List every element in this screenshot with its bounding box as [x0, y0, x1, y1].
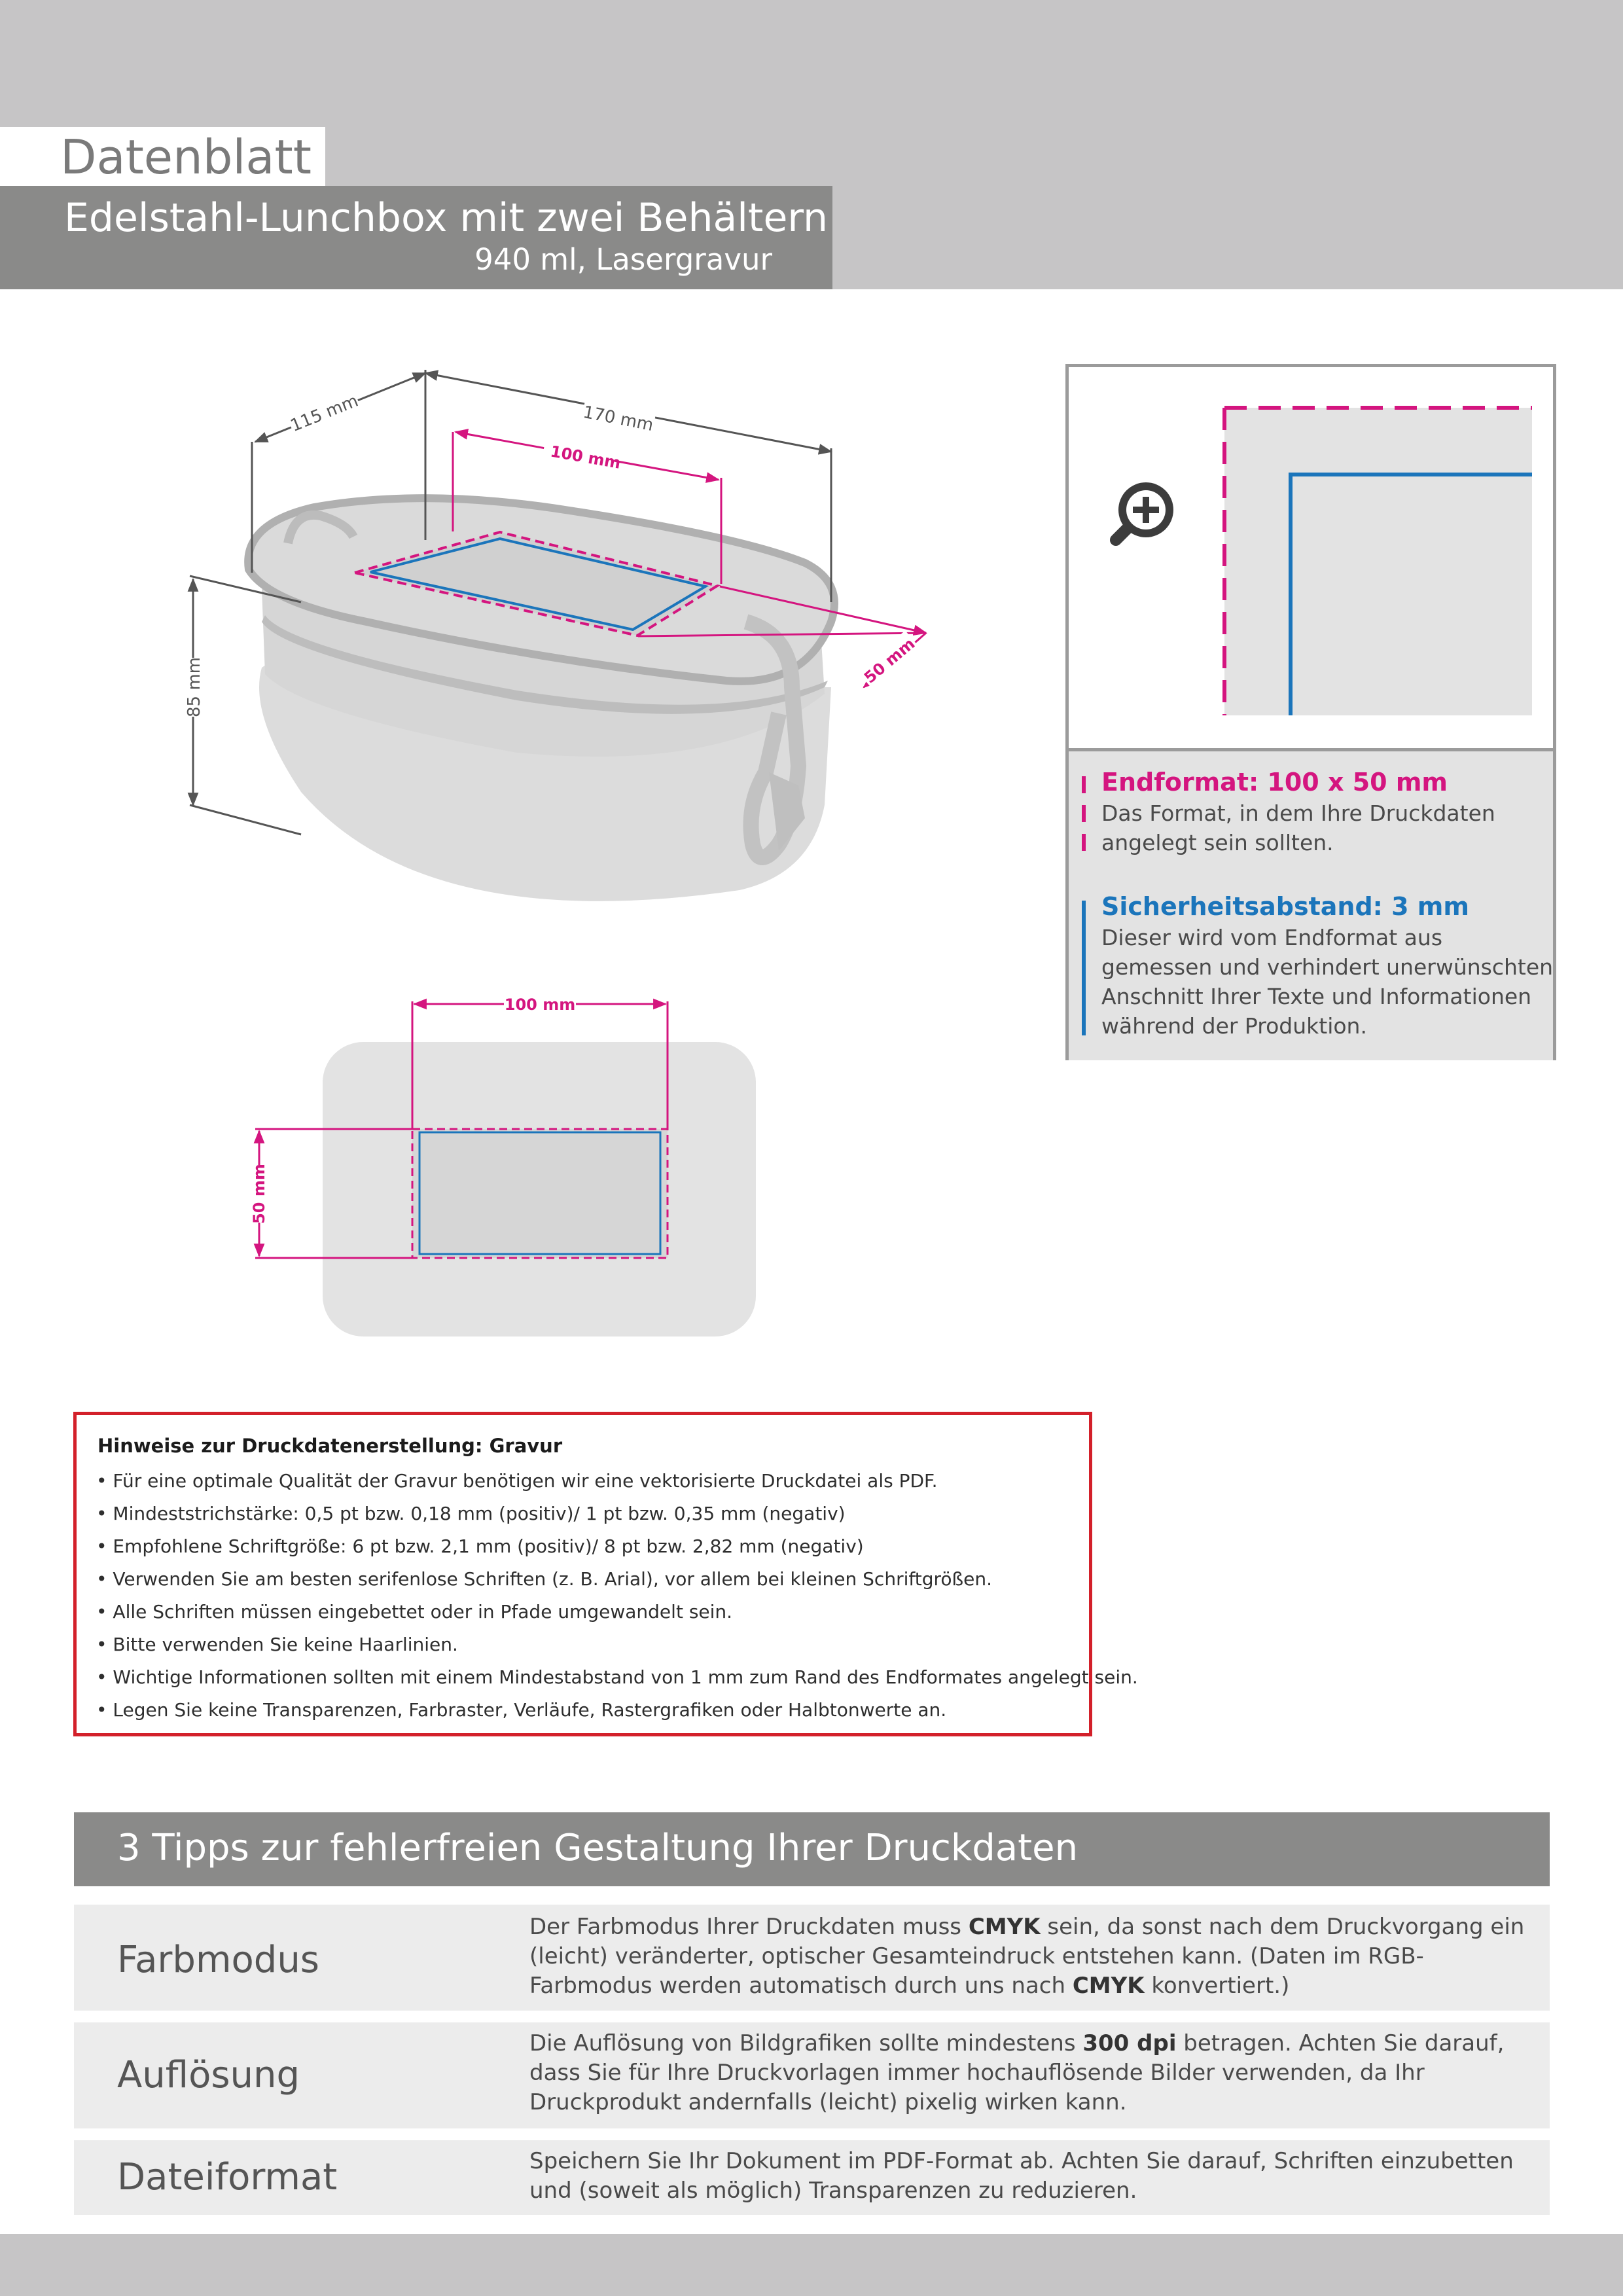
lunchbox-perspective-drawing: 115 mm 170 mm 85 mm 100 mm 50 mm — [180, 370, 928, 901]
hinweise-item: • Verwenden Sie am besten serifenlose Sc… — [96, 1568, 993, 1590]
depth-label: 115 mm — [288, 391, 361, 436]
tip-label-aufloesung: Auflösung — [117, 2054, 300, 2096]
hinweise-item: • Bitte verwenden Sie keine Haarlinien. — [96, 1634, 458, 1655]
hinweise-item: • Für eine optimale Qualität der Gravur … — [96, 1470, 938, 1492]
top-view-safe — [418, 1131, 662, 1255]
sicherheitsabstand-entry: Sicherheitsabstand: 3 mm Dieser wird vom… — [1082, 890, 1560, 1041]
corner-detail-graphic — [1222, 406, 1532, 715]
lunchbox-top-view-drawing: 100 mm 50 mm — [246, 992, 756, 1336]
zoom-in-icon — [1110, 482, 1173, 546]
box-rim — [262, 615, 828, 714]
sicherheitsabstand-description: Dieser wird vom Endformat aus gemessen u… — [1101, 925, 1554, 1039]
tip-row-dateiformat: Dateiformat Speichern Sie Ihr Dokument i… — [74, 2140, 1550, 2215]
print-area-bleed — [354, 530, 721, 637]
sicherheitsabstand-title: Sicherheitsabstand: 3 mm — [1101, 892, 1469, 921]
legend-description-area: Endformat: 100 x 50 mm Das Format, in de… — [1069, 748, 1553, 1060]
product-title: Edelstahl-Lunchbox mit zwei Behältern — [64, 195, 829, 241]
doc-type-tab: Datenblatt — [0, 127, 325, 186]
top-view-height-label: 50 mm — [250, 1164, 268, 1224]
sicherheitsabstand-solid-marker — [1082, 901, 1086, 1035]
tips-title-bar: 3 Tipps zur fehlerfreien Gestaltung Ihre… — [74, 1812, 1550, 1886]
hinweise-box: Hinweise zur Druckdatenerstellung: Gravu… — [73, 1412, 1138, 1736]
product-subtitle: 940 ml, Lasergravur — [474, 242, 772, 277]
endformat-dashed-marker — [1082, 776, 1086, 852]
hinweise-list: • Für eine optimale Qualität der Gravur … — [96, 1465, 1138, 1727]
tip-text-farbmodus: Der Farbmodus Ihrer Druckdaten muss CMYK… — [529, 1914, 1525, 1999]
tip-label-dateiformat: Dateiformat — [117, 2156, 338, 2198]
top-view-bleed — [411, 1128, 669, 1259]
print-area-safe — [370, 537, 709, 632]
footer-band — [0, 2234, 1623, 2296]
handle-left — [283, 510, 358, 545]
doc-type-label: Datenblatt — [60, 130, 312, 185]
tips-title: 3 Tipps zur fehlerfreien Gestaltung Ihre… — [117, 1827, 1079, 1869]
tip-text-dateiformat: Speichern Sie Ihr Dokument im PDF-Format… — [529, 2148, 1514, 2204]
tip-row-aufloesung: Auflösung Die Auflösung von Bildgrafiken… — [74, 2022, 1550, 2128]
height-label: 85 mm — [185, 657, 204, 717]
top-view-width-label: 100 mm — [505, 996, 575, 1014]
endformat-entry: Endformat: 100 x 50 mm Das Format, in de… — [1082, 766, 1560, 857]
hinweise-item: • Alle Schriften müssen eingebettet oder… — [96, 1601, 733, 1623]
tip-row-farbmodus: Farbmodus Der Farbmodus Ihrer Druckdaten… — [74, 1905, 1550, 2011]
hinweise-item: • Empfohlene Schriftgröße: 6 pt bzw. 2,1… — [96, 1535, 864, 1557]
hinweise-heading: Hinweise zur Druckdatenerstellung: Gravu… — [98, 1435, 563, 1457]
title-bar: Edelstahl-Lunchbox mit zwei Behältern 94… — [0, 186, 832, 289]
endformat-title: Endformat: 100 x 50 mm — [1101, 768, 1448, 797]
tip-text-aufloesung: Die Auflösung von Bildgrafiken sollte mi… — [529, 2030, 1505, 2115]
hinweise-item: • Wichtige Informationen sollten mit ein… — [96, 1666, 1138, 1688]
endformat-description: Das Format, in dem Ihre Druckdaten angel… — [1101, 800, 1495, 855]
tip-label-farbmodus: Farbmodus — [117, 1939, 319, 1981]
hinweise-item: • Legen Sie keine Transparenzen, Farbras… — [96, 1699, 947, 1721]
hinweise-item: • Mindeststrichstärke: 0,5 pt bzw. 0,18 … — [96, 1503, 846, 1524]
format-legend-panel: Endformat: 100 x 50 mm Das Format, in de… — [1065, 364, 1556, 1060]
